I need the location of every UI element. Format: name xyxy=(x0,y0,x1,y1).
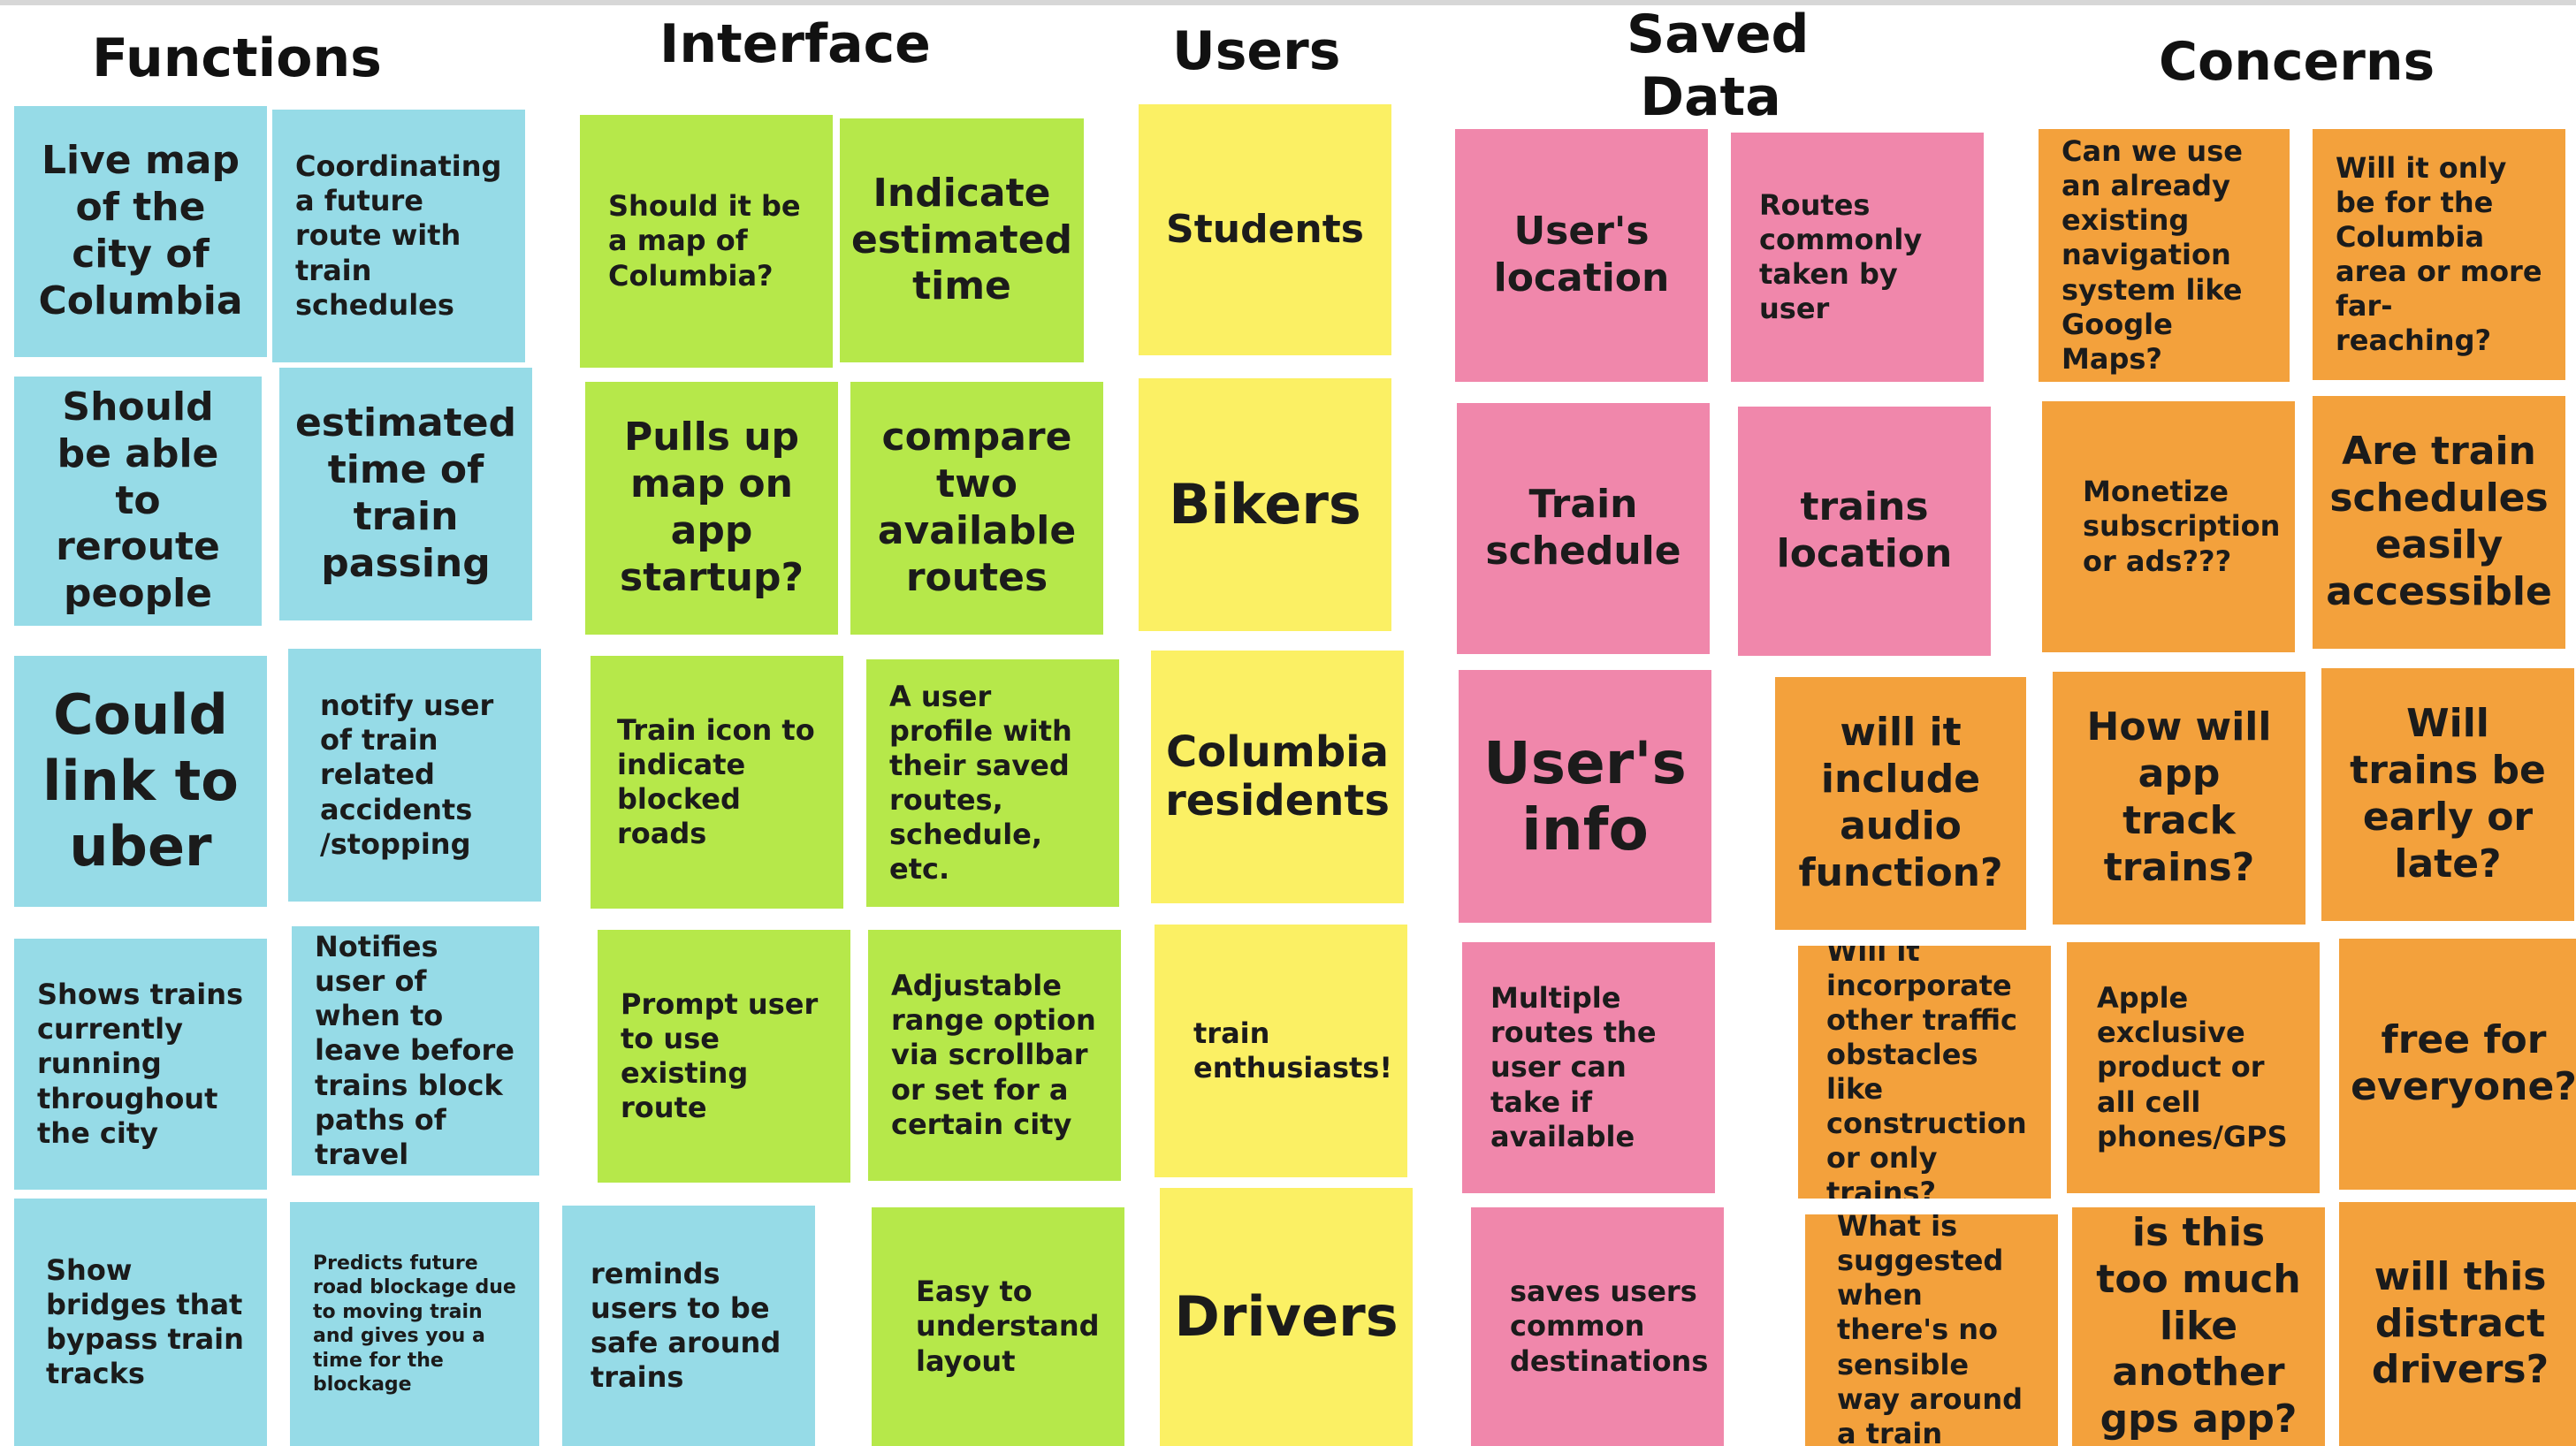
sticky-note: Could link to uber xyxy=(14,656,267,907)
sticky-note: Predicts future road blockage due to mov… xyxy=(290,1202,539,1446)
note-text: reminds users to be safe around trains xyxy=(591,1256,781,1395)
sticky-note: What is suggested when there's no sensib… xyxy=(1805,1214,2058,1446)
note-text: will this distract drivers? xyxy=(2371,1253,2549,1393)
sticky-note: will this distract drivers? xyxy=(2339,1202,2576,1446)
note-text: Columbia residents xyxy=(1165,727,1390,826)
note-text: Show bridges that bypass train tracks xyxy=(46,1252,244,1391)
note-text: Routes commonly taken by user xyxy=(1759,187,1923,326)
sticky-note: Shows trains currently running throughou… xyxy=(14,939,267,1190)
sticky-note: Routes commonly taken by user xyxy=(1731,133,1984,382)
sticky-note: Indicate estimated time xyxy=(840,118,1084,362)
note-text: trains location xyxy=(1776,484,1953,576)
sticky-note: Bikers xyxy=(1139,378,1391,631)
note-text: Are train schedules easily accessible xyxy=(2326,429,2552,614)
sticky-note: Adjustable range option via scrollbar or… xyxy=(868,930,1121,1181)
note-text: Can we use an already existing navigatio… xyxy=(2062,134,2243,376)
note-text: Pulls up map on app startup? xyxy=(620,415,804,600)
sticky-note: User's location xyxy=(1455,129,1708,382)
sticky-note: Students xyxy=(1139,104,1391,355)
note-text: How will app track trains? xyxy=(2086,704,2272,890)
note-text: Will it only be for the Columbia area or… xyxy=(2336,150,2542,358)
note-text: compare two available routes xyxy=(877,415,1077,600)
sticky-note: Easy to understand layout xyxy=(872,1207,1124,1446)
note-text: free for everyone? xyxy=(2351,1017,2576,1109)
note-text: Train icon to indicate blocked roads xyxy=(617,712,815,851)
sticky-note: Train schedule xyxy=(1457,403,1710,654)
sticky-note: free for everyone? xyxy=(2339,939,2576,1190)
header-functions: Functions xyxy=(92,27,382,89)
sticky-note: saves users common destinations xyxy=(1471,1207,1724,1446)
note-text: Will it incorporate other traffic obstac… xyxy=(1826,946,2027,1199)
note-text: estimated time of train passing xyxy=(294,400,517,586)
sticky-note: reminds users to be safe around trains xyxy=(562,1206,815,1446)
sticky-note: notify user of train related accidents /… xyxy=(288,649,541,902)
sticky-note: Monetize subscription or ads??? xyxy=(2042,401,2295,652)
note-text: What is suggested when there's no sensib… xyxy=(1837,1214,2023,1446)
sticky-note: User's info xyxy=(1459,670,1711,923)
note-text: notify user of train related accidents /… xyxy=(320,689,494,861)
sticky-note: trains location xyxy=(1738,407,1991,656)
note-text: Coordinating a future route with train s… xyxy=(295,149,502,322)
note-text: Notifies user of when to leave before tr… xyxy=(315,930,514,1171)
sticky-note: Will it incorporate other traffic obstac… xyxy=(1798,946,2051,1199)
note-text: Shows trains currently running throughou… xyxy=(37,978,244,1150)
note-text: train enthusiasts! xyxy=(1193,1016,1392,1084)
sticky-note: Should it be a map of Columbia? xyxy=(580,115,833,368)
note-text: Drivers xyxy=(1174,1283,1399,1349)
sticky-note: Drivers xyxy=(1160,1188,1413,1446)
sticky-note: Show bridges that bypass train tracks xyxy=(14,1199,267,1446)
sticky-note: is this too much like another gps app? xyxy=(2072,1207,2325,1446)
sticky-note: compare two available routes xyxy=(850,382,1103,635)
top-border xyxy=(0,0,2576,5)
sticky-note: Multiple routes the user can take if ava… xyxy=(1462,942,1715,1193)
sticky-note: Should be able to reroute people xyxy=(14,377,262,626)
note-text: Monetize subscription or ads??? xyxy=(2083,475,2281,578)
note-text: Indicate estimated time xyxy=(850,170,1073,309)
note-text: saves users common destinations xyxy=(1510,1275,1709,1378)
note-text: Easy to understand layout xyxy=(916,1275,1100,1378)
sticky-note: Live map of the city of Columbia xyxy=(14,106,267,357)
note-text: Predicts future road blockage due to mov… xyxy=(313,1252,516,1397)
header-interface: Interface xyxy=(659,13,931,75)
note-text: is this too much like another gps app? xyxy=(2096,1210,2301,1442)
note-text: Will trains be early or late? xyxy=(2350,701,2546,887)
sticky-note: How will app track trains? xyxy=(2053,672,2305,925)
sticky-note: Apple exclusive product or all cell phon… xyxy=(2067,942,2320,1193)
sticky-note: Pulls up map on app startup? xyxy=(585,382,838,635)
note-text: will it include audio function? xyxy=(1798,710,2003,895)
sticky-note: Are train schedules easily accessible xyxy=(2313,396,2565,649)
sticky-note: Will it only be for the Columbia area or… xyxy=(2313,129,2565,380)
note-text: Live map of the city of Columbia xyxy=(38,138,243,323)
sticky-note: A user profile with their saved routes, … xyxy=(866,659,1119,907)
note-text: User's location xyxy=(1493,209,1670,301)
note-text: Apple exclusive product or all cell phon… xyxy=(2097,981,2288,1153)
sticky-note: estimated time of train passing xyxy=(279,368,532,620)
note-text: Adjustable range option via scrollbar or… xyxy=(891,969,1096,1141)
header-saved-data: Saved Data xyxy=(1627,4,1810,128)
note-text: Should be able to reroute people xyxy=(56,384,220,617)
sticky-note: will it include audio function? xyxy=(1775,677,2026,930)
note-text: Train schedule xyxy=(1485,482,1681,574)
note-text: Should it be a map of Columbia? xyxy=(608,189,801,293)
sticky-note: Prompt user to use existing route xyxy=(598,930,850,1183)
header-concerns: Concerns xyxy=(2159,31,2435,93)
note-text: User's info xyxy=(1483,728,1687,864)
sticky-note: Train icon to indicate blocked roads xyxy=(591,656,843,909)
sticky-note: Can we use an already existing navigatio… xyxy=(2039,129,2290,382)
sticky-note: Columbia residents xyxy=(1151,651,1404,903)
note-text: A user profile with their saved routes, … xyxy=(889,679,1072,887)
sticky-note: Coordinating a future route with train s… xyxy=(272,110,525,362)
note-text: Prompt user to use existing route xyxy=(621,986,819,1125)
sticky-note: Will trains be early or late? xyxy=(2321,668,2574,921)
note-text: Multiple routes the user can take if ava… xyxy=(1490,981,1657,1153)
header-users: Users xyxy=(1172,20,1341,82)
note-text: Students xyxy=(1166,206,1364,252)
note-text: Bikers xyxy=(1169,471,1361,537)
sticky-note: Notifies user of when to leave before tr… xyxy=(292,926,539,1176)
note-text: Could link to uber xyxy=(42,682,239,879)
sticky-note: train enthusiasts! xyxy=(1155,925,1407,1177)
